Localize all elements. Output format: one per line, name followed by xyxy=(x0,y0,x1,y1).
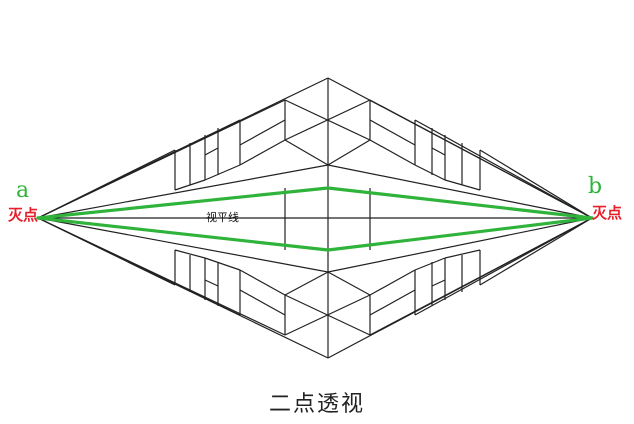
vanishing-point-a-letter: a xyxy=(16,178,30,203)
construction-lines xyxy=(37,77,593,359)
diagram-caption: 二点透视 xyxy=(268,392,365,417)
vanishing-point-b-letter: b xyxy=(588,174,603,199)
vanishing-point-b-label: 灭点 xyxy=(592,204,623,222)
vanishing-point-a-label: 灭点 xyxy=(8,206,39,224)
green-perspective-lines xyxy=(36,186,594,252)
horizon-label: 视平线 xyxy=(206,211,239,224)
